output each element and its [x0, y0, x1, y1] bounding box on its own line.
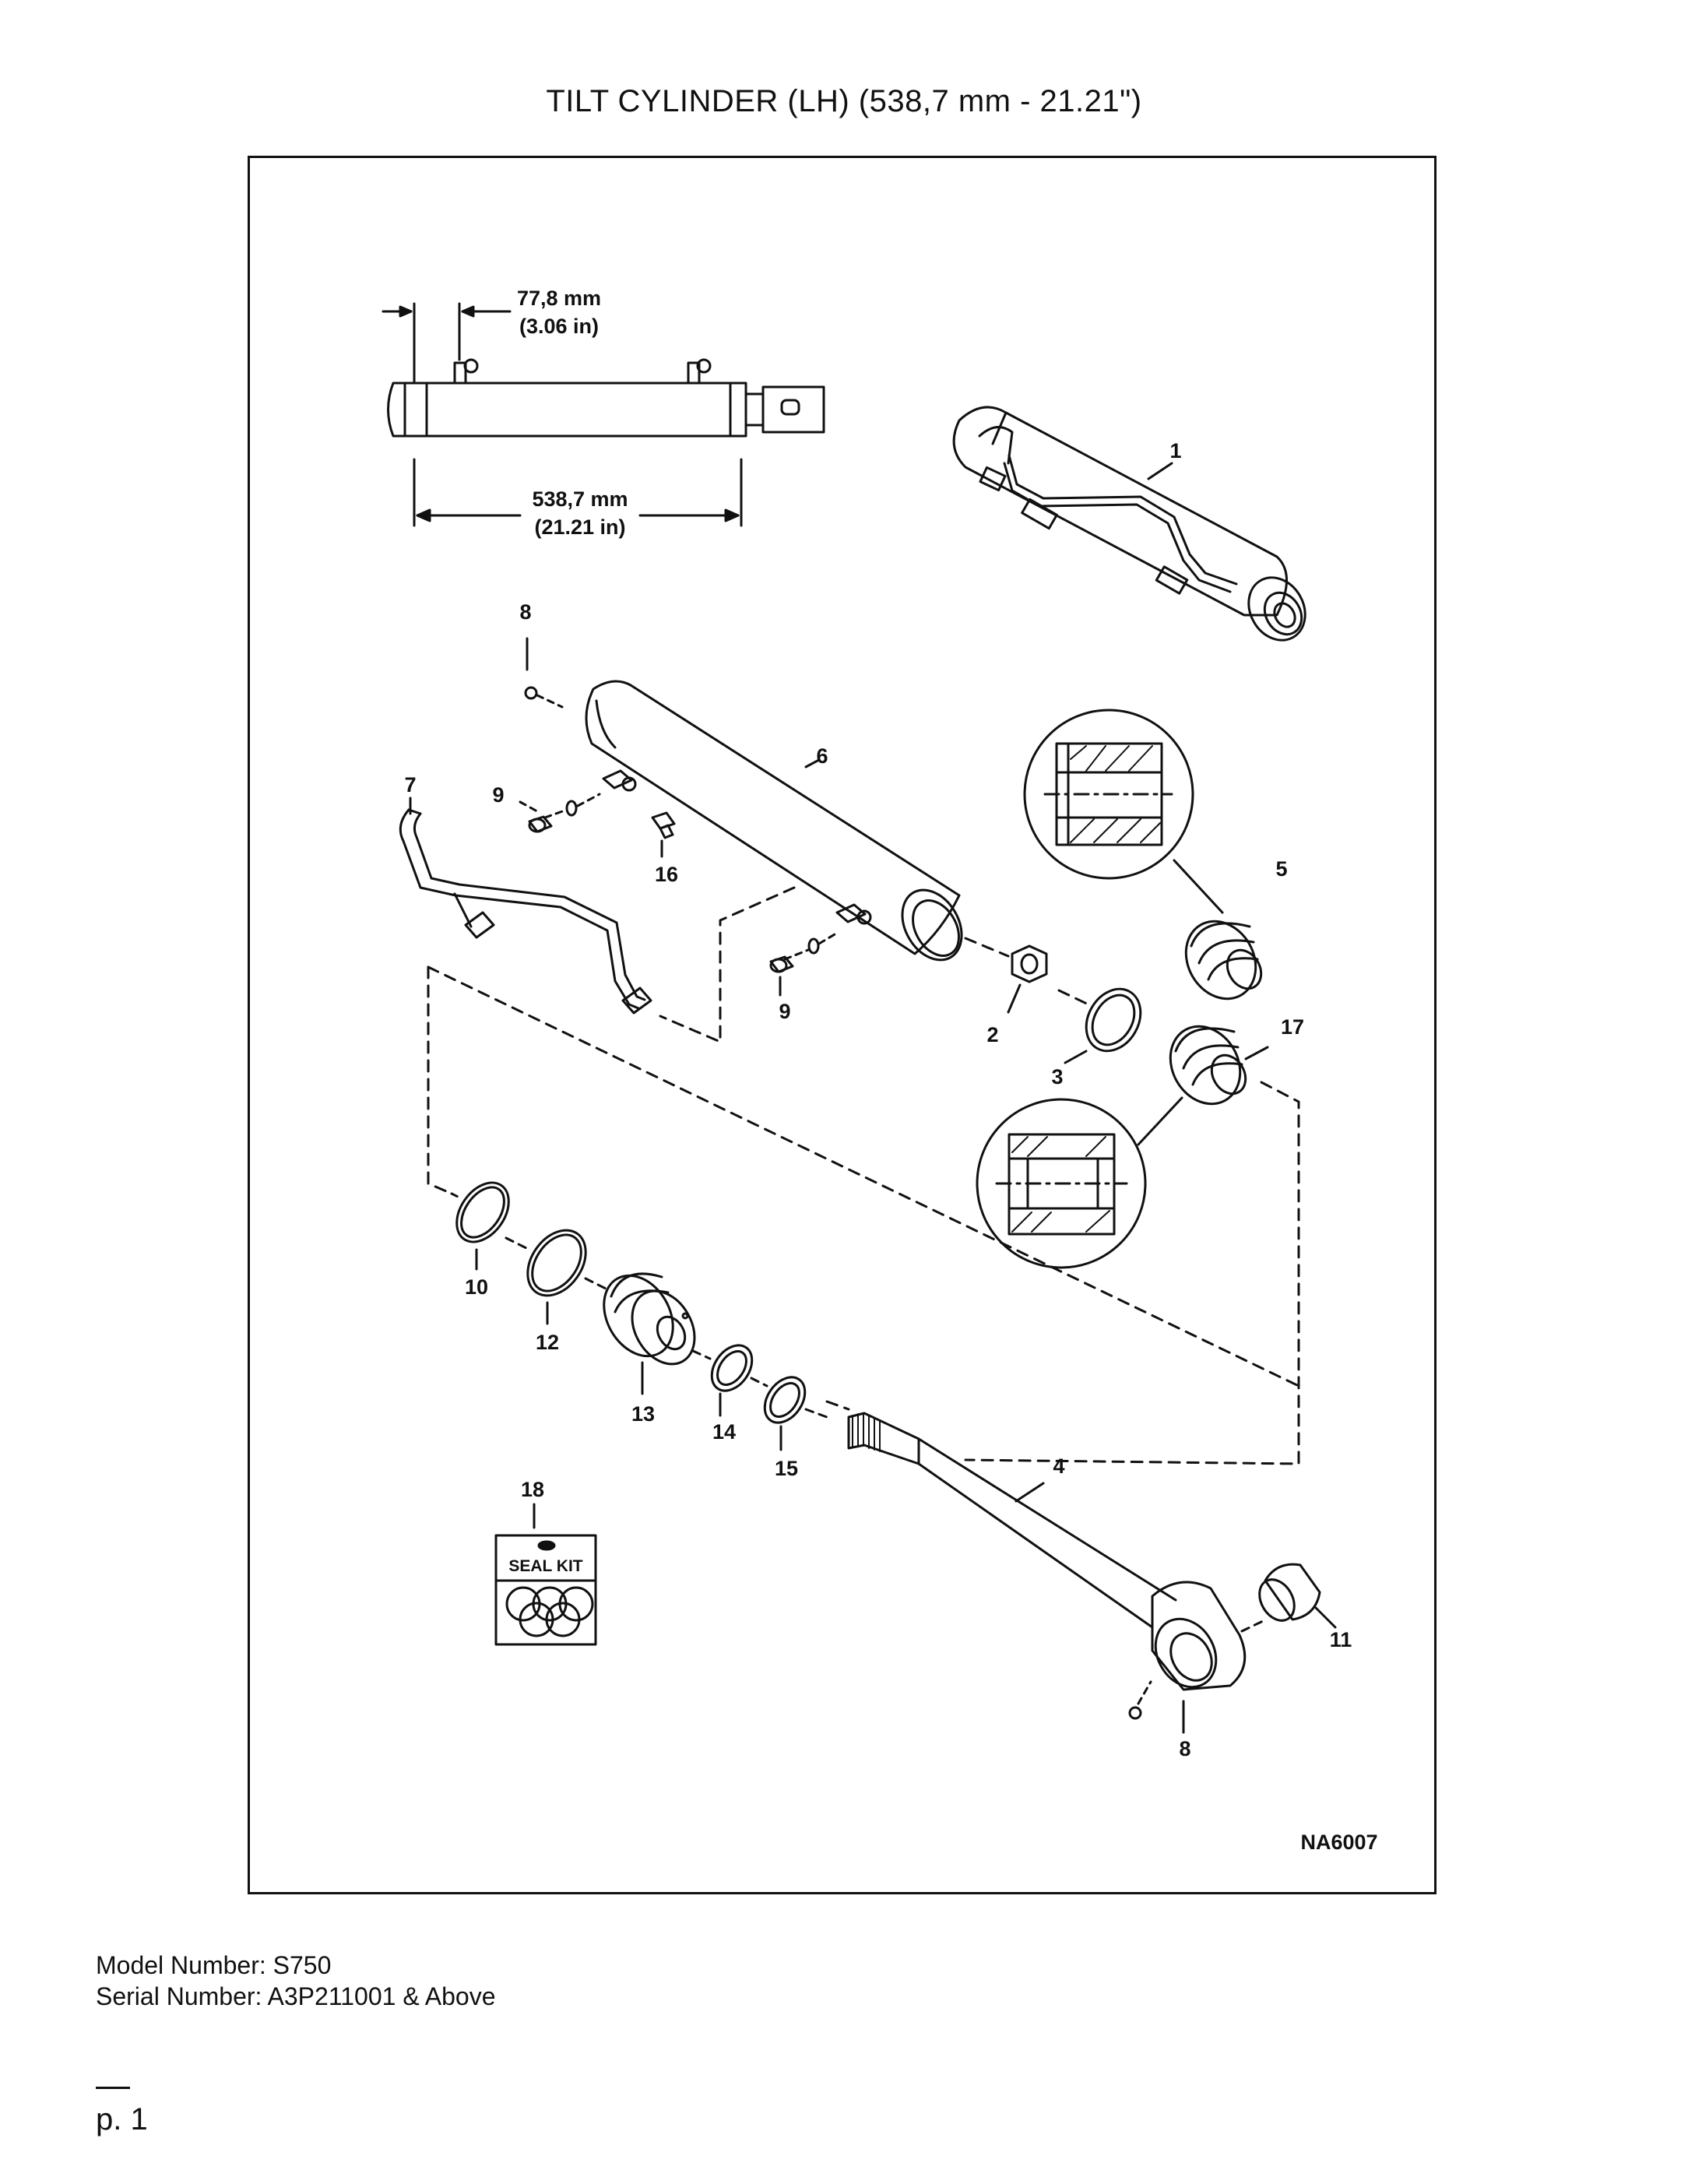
seal-kit-label: SEAL KIT [508, 1557, 582, 1575]
callout-5: 5 [1275, 857, 1287, 881]
diagram-frame [248, 156, 1437, 1894]
callout-6: 6 [816, 744, 828, 768]
part-10-oring [450, 1181, 510, 1271]
part-15-seal [763, 1376, 828, 1451]
part-11-bushing [1258, 1563, 1337, 1629]
callout-8-bottom: 8 [1179, 1737, 1190, 1760]
dimension-view [382, 302, 825, 527]
assembly-leader-lines [427, 886, 1300, 1465]
callout-18: 18 [521, 1478, 544, 1501]
callout-9-top: 9 [492, 783, 504, 807]
part-3-oring [1057, 987, 1142, 1064]
part-8-fittings [524, 637, 1185, 1734]
part-6-barrel [585, 680, 963, 962]
part-4-rod [847, 1412, 1264, 1691]
part-16-fitting [651, 811, 676, 858]
callout-13: 13 [631, 1402, 655, 1426]
callout-3: 3 [1051, 1065, 1063, 1088]
dim-port-offset-in: (3.06 in) [519, 315, 599, 338]
part-14-seal [691, 1344, 768, 1417]
part-9-plugs [519, 793, 836, 997]
part-5-piston [1023, 709, 1263, 1001]
page-number: p. 1 [96, 2102, 148, 2137]
part-2-nut [964, 937, 1048, 1014]
dim-length-in: (21.21 in) [534, 515, 625, 539]
serial-number: Serial Number: A3P211001 & Above [96, 1982, 496, 2010]
page-rule [96, 2087, 130, 2089]
dim-length-mm: 538,7 mm [532, 487, 628, 511]
callout-10: 10 [465, 1275, 488, 1299]
part-7-tube [399, 797, 652, 1015]
callout-8-top: 8 [519, 600, 531, 624]
dim-port-offset-mm: 77,8 mm [517, 287, 601, 310]
callout-16: 16 [655, 863, 678, 886]
part-12-oring [505, 1229, 607, 1325]
page-title: TILT CYLINDER (LH) (538,7 mm - 21.21") [546, 84, 1142, 118]
callout-12: 12 [536, 1331, 559, 1354]
part-18-seal-kit [494, 1503, 597, 1646]
part-17-piston [976, 1025, 1269, 1269]
callout-15: 15 [775, 1457, 798, 1480]
part-1-assembly [952, 406, 1306, 642]
callout-2: 2 [986, 1023, 998, 1046]
callout-11: 11 [1330, 1628, 1352, 1651]
drawing-code: NA6007 [1300, 1831, 1377, 1854]
callout-4: 4 [1053, 1454, 1064, 1478]
model-number: Model Number: S750 [96, 1951, 332, 1979]
callout-17: 17 [1281, 1015, 1304, 1039]
callout-14: 14 [712, 1420, 736, 1444]
part-13-head [603, 1272, 696, 1395]
callout-1: 1 [1169, 439, 1181, 462]
callout-9-bottom: 9 [779, 1000, 790, 1023]
callout-7: 7 [404, 773, 416, 797]
